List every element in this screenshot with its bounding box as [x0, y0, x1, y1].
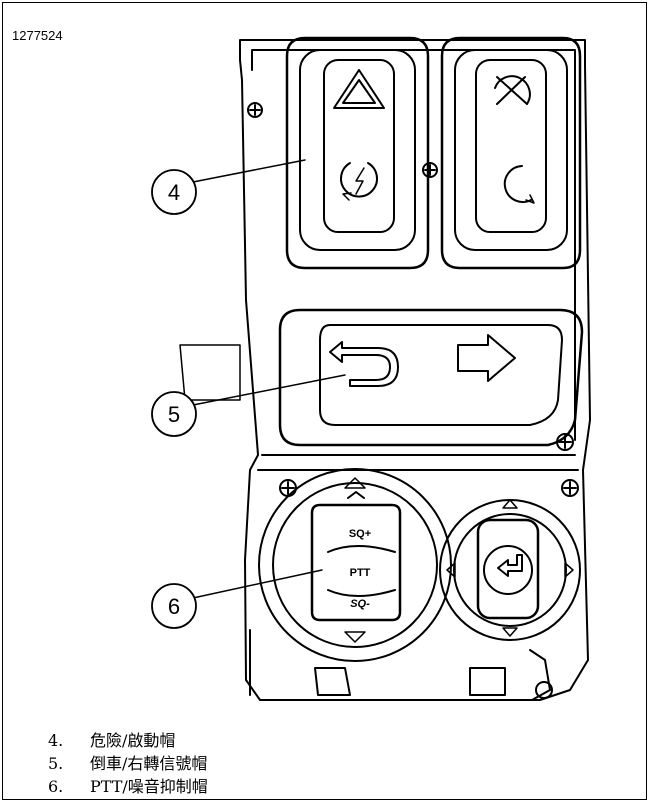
legend-item: 4. 危險/啟動帽 [48, 729, 208, 752]
up-arrow-icon [502, 499, 518, 509]
hazard-triangle-icon [333, 69, 385, 109]
legend-list: 4. 危險/啟動帽 5. 倒車/右轉信號帽 6. PTT/噪音抑制帽 [48, 729, 208, 798]
right-turn-arrow-icon [457, 334, 516, 382]
right-arrow-icon [564, 562, 574, 578]
legend-number: 5. [48, 754, 64, 773]
down-arrow-icon [502, 627, 518, 637]
callout-4 [151, 169, 197, 215]
sq-minus-label: SQ- [350, 598, 370, 610]
legend-number: 4. [48, 731, 64, 750]
reverse-arrow-icon [329, 341, 399, 387]
start-icon [340, 162, 378, 198]
left-arrow-icon [446, 562, 456, 578]
legend-item: 6. PTT/噪音抑制帽 [48, 775, 208, 798]
joystick-pod [439, 499, 581, 641]
callout-5-number: 5 [168, 402, 180, 427]
callout-6-number: 6 [168, 594, 180, 619]
screw-icon [279, 479, 297, 497]
callout-5 [151, 391, 197, 437]
legend-item: 5. 倒車/右轉信號帽 [48, 752, 208, 775]
switch-housing-illustration: SQ+ PTT SQ- 4 5 6 [151, 36, 591, 701]
callout-6 [151, 583, 197, 629]
legend-number: 6. [48, 777, 64, 796]
callout-leaders [192, 159, 346, 599]
legend-text: 倒車/右轉信號帽 [90, 754, 208, 773]
screw-icon [561, 479, 579, 497]
callout-4-number: 4 [168, 180, 180, 205]
engine-start-icon [503, 165, 532, 203]
reverse-turn-button-cap [278, 308, 584, 447]
ptt-label: PTT [350, 567, 371, 579]
sq-plus-label: SQ+ [349, 528, 371, 540]
ptt-control-pod [258, 468, 452, 662]
legend-text: PTT/噪音抑制帽 [90, 777, 208, 796]
enter-icon [497, 554, 523, 577]
screw-icon [422, 162, 438, 178]
housing-outline [179, 39, 591, 701]
figure-id: 1277524 [12, 28, 63, 43]
hazard-button-cap [285, 36, 430, 270]
screw-icon [247, 102, 263, 118]
engine-stop-icon [494, 75, 531, 105]
legend-text: 危險/啟動帽 [90, 731, 176, 750]
run-stop-button-cap [440, 36, 582, 270]
